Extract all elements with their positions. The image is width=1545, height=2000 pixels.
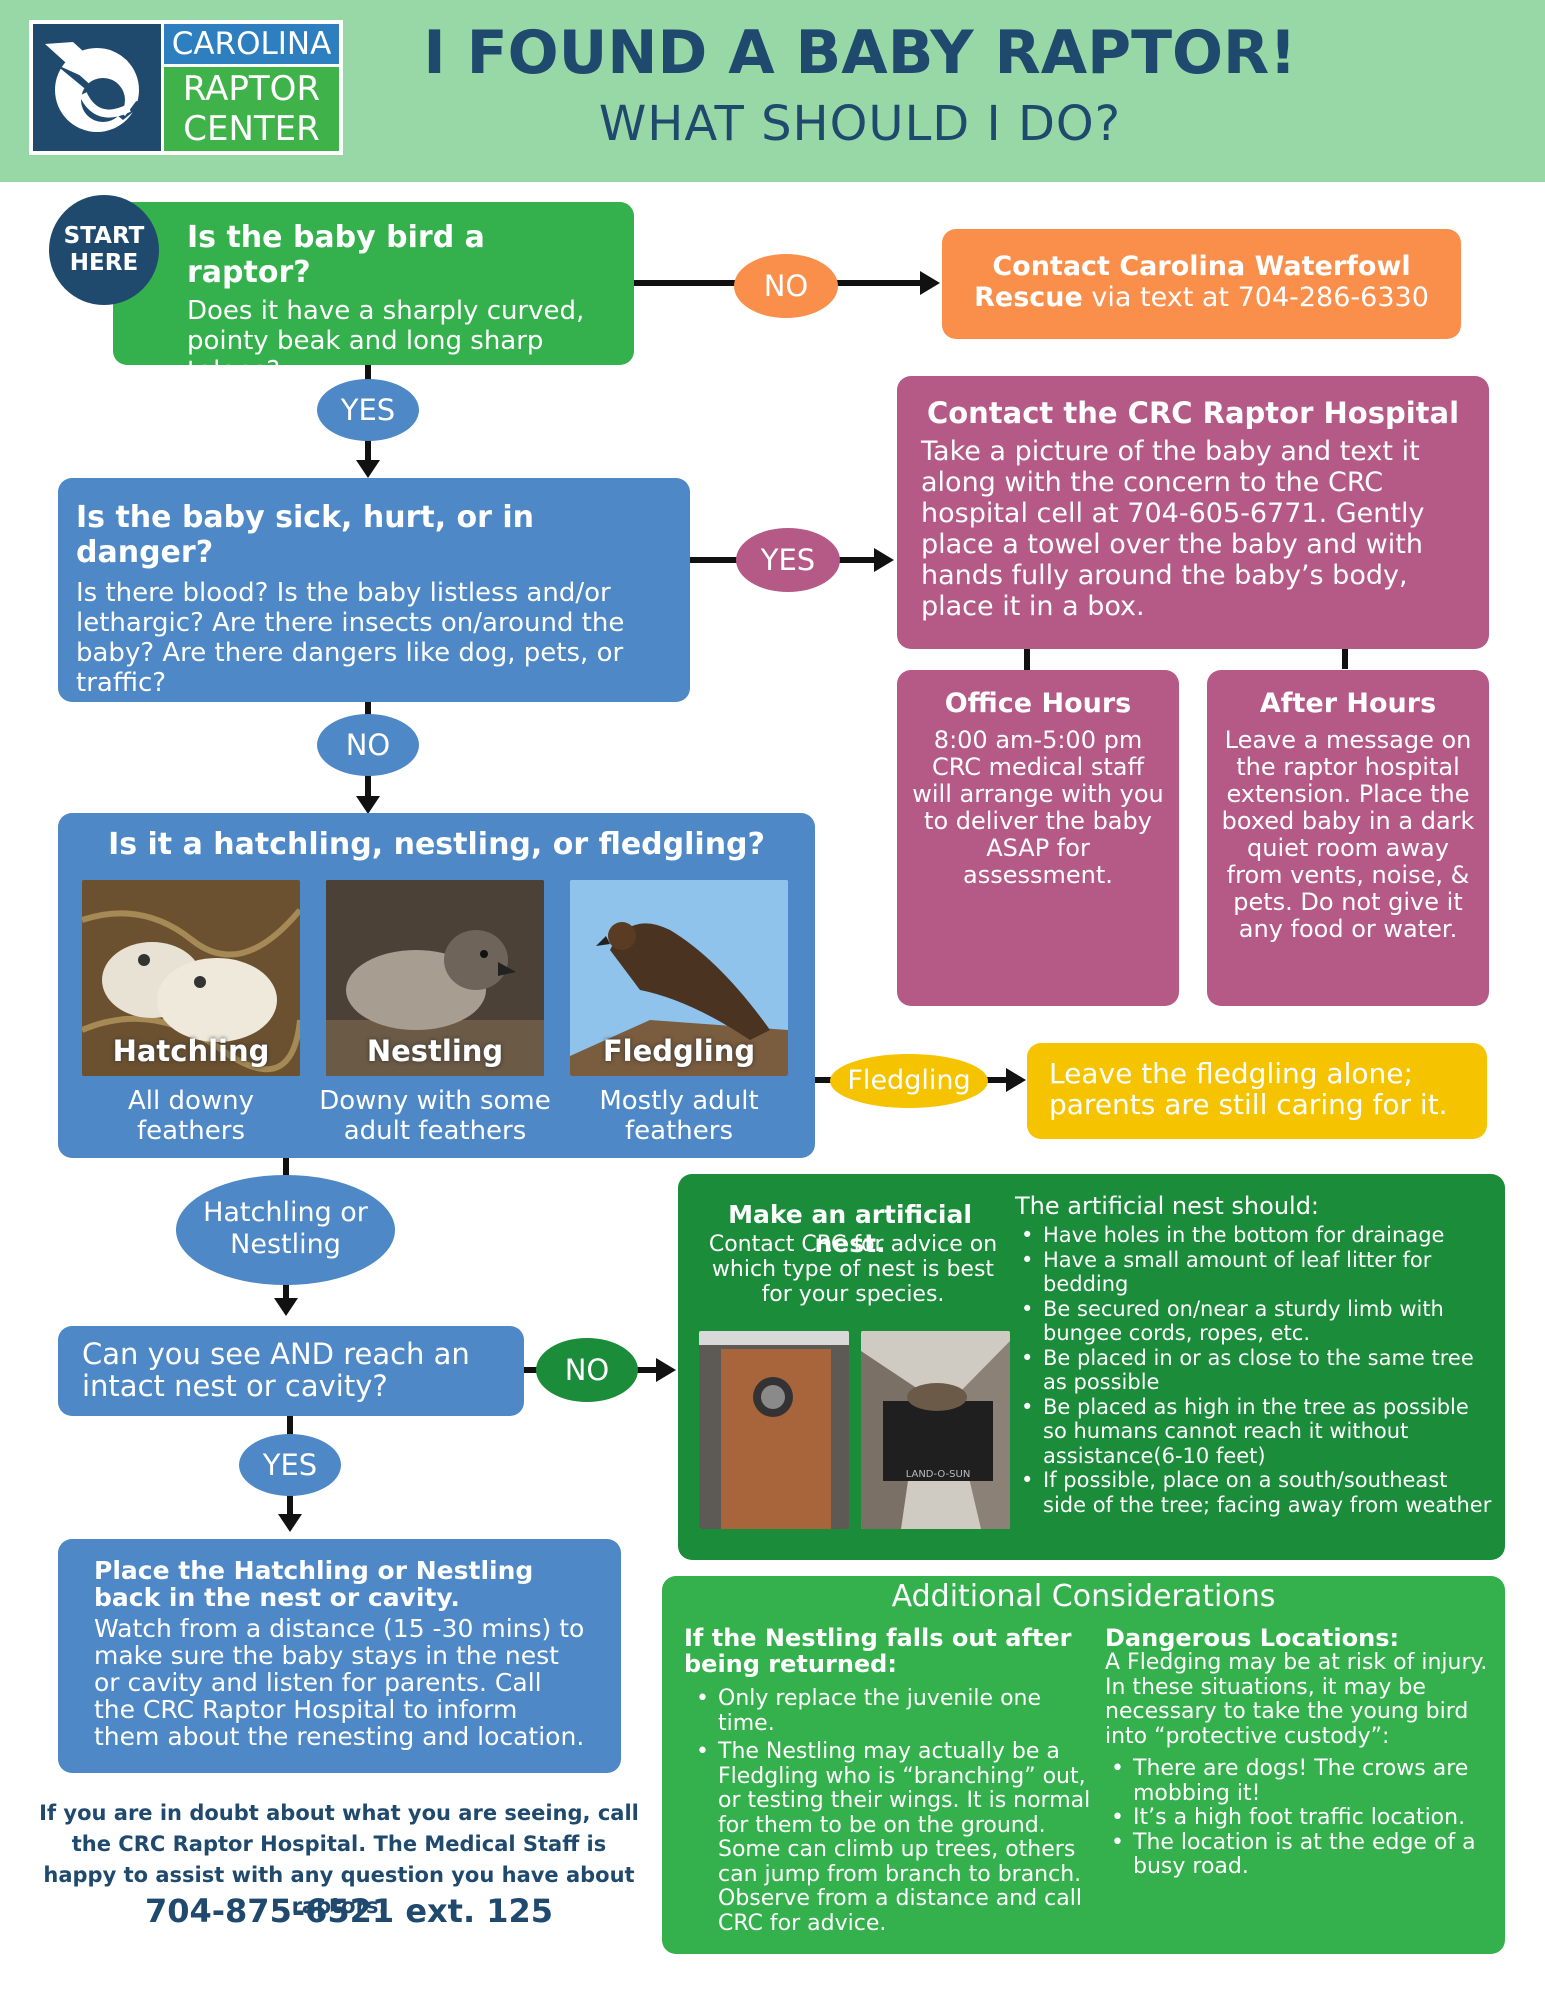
stage-photo-label: Hatchling: [112, 1034, 270, 1068]
after-hours-title: After Hours: [1259, 688, 1437, 719]
yes-label: YES: [317, 379, 419, 441]
arrow-down-icon: [356, 460, 380, 478]
waterfowl-rescue-contact: via text at 704-286-6330: [1082, 282, 1429, 313]
question-is-raptor: Is the baby bird a raptor? Does it have …: [113, 202, 634, 386]
list-item: If possible, place on a south/southeast …: [1015, 1468, 1495, 1517]
nestling-photo: Nestling: [326, 880, 544, 1076]
logo-text-raptor: RAPTOR: [182, 69, 321, 109]
question-title: Can you see AND reach an intact nest or …: [82, 1337, 470, 1403]
waterfowl-rescue-name: Contact Carolina Waterfowl Rescue: [974, 251, 1411, 313]
logo-text-raptor-center: RAPTOR CENTER: [164, 67, 339, 151]
yes-label: YES: [736, 528, 840, 592]
question-title: Is it a hatchling, nestling, or fledglin…: [108, 827, 765, 862]
arrow-right-icon: [656, 1358, 676, 1382]
list-item: The Nestling may actually be a Fledgling…: [690, 1739, 1104, 1936]
list-item: Be placed as high in the tree as possibl…: [1015, 1395, 1495, 1469]
leave-fledgling-box: Leave the fledgling alone; parents are s…: [1027, 1043, 1487, 1139]
crate-label: LAND-O-SUN: [905, 1469, 971, 1480]
list-item: Be placed in or as close to the same tre…: [1015, 1346, 1495, 1395]
place-back-title: Place the Hatchling or Nestling back in …: [94, 1556, 534, 1612]
place-back-box: Place the Hatchling or Nestling back in …: [58, 1539, 621, 1773]
list-item: Have holes in the bottom for drainage: [1015, 1223, 1495, 1248]
leave-fledgling-text: Leave the fledgling alone; parents are s…: [1049, 1057, 1448, 1121]
waterfowl-rescue-box: Contact Carolina Waterfowl Rescue via te…: [942, 229, 1461, 339]
question-body: Does it have a sharply curved, pointy be…: [187, 296, 585, 386]
question-body: Is there blood? Is the baby listless and…: [76, 578, 625, 698]
arrow-right-icon: [874, 548, 894, 572]
after-hours-body: Leave a message on the raptor hospital e…: [1221, 726, 1475, 943]
no-label: NO: [317, 714, 419, 776]
page-title: I FOUND A BABY RAPTOR!: [423, 18, 1297, 88]
list-item: Be secured on/near a sturdy limb with bu…: [1015, 1297, 1495, 1346]
nestling-falls-section: If the Nestling falls out after being re…: [684, 1625, 1104, 1936]
question-sick-hurt: Is the baby sick, hurt, or in danger? Is…: [58, 478, 690, 702]
office-hours-title: Office Hours: [944, 688, 1132, 719]
artificial-nest-list: The artificial nest should: Have holes i…: [1015, 1191, 1495, 1517]
hatchling-desc: All downy feathers: [127, 1086, 255, 1146]
after-hours-box: After Hours Leave a message on the rapto…: [1207, 670, 1489, 1006]
stage-photo-label: Fledgling: [602, 1034, 756, 1068]
office-hours-box: Office Hours 8:00 am-5:00 pm CRC medical…: [897, 670, 1179, 1006]
additional-title: Additional Considerations: [891, 1579, 1276, 1614]
fledgling-desc: Mostly adult feathers: [599, 1086, 759, 1146]
nest-box-photo: [699, 1331, 849, 1529]
page-subtitle: WHAT SHOULD I DO?: [598, 96, 1122, 152]
artificial-nest-title: Make an artificial nest.: [728, 1200, 972, 1258]
list-item: Have a small amount of leaf litter for b…: [1015, 1248, 1495, 1297]
hatchling-or-nestling-label: Hatchling or Nestling: [176, 1175, 395, 1285]
stage-photo-label: Nestling: [366, 1034, 504, 1068]
dangerous-locations-section: Dangerous Locations: A Fledging may be a…: [1105, 1625, 1497, 1880]
footer-phone: 704-875-6521 ext. 125: [144, 1892, 554, 1930]
logo-text-center: CENTER: [183, 109, 320, 149]
raptor-logo-icon: [33, 24, 161, 151]
fledgling-photo: Fledgling: [570, 880, 788, 1076]
arrow-down-icon: [274, 1298, 298, 1316]
arrow-down-icon: [278, 1514, 302, 1532]
list-item: The location is at the edge of a busy ro…: [1105, 1830, 1497, 1880]
artificial-nest-list-title: The artificial nest should:: [1015, 1192, 1320, 1220]
arrow-right-icon: [920, 271, 940, 295]
fledgling-label: Fledgling: [830, 1054, 988, 1108]
footer-note: If you are in doubt about what you are s…: [39, 1801, 639, 1918]
question-title: Is the baby sick, hurt, or in danger?: [76, 500, 535, 570]
place-back-body: Watch from a distance (15 -30 mins) to m…: [94, 1614, 585, 1751]
section-title: If the Nestling falls out after being re…: [684, 1624, 1072, 1678]
office-hours-body: 8:00 am-5:00 pm CRC medical staff will a…: [912, 726, 1164, 889]
connector: [1342, 649, 1348, 669]
crate-nest-photo: LAND-O-SUN: [861, 1331, 1010, 1529]
nestling-desc: Downy with some adult feathers: [319, 1086, 551, 1146]
yes-label: YES: [239, 1434, 341, 1496]
hospital-box: Contact the CRC Raptor Hospital Take a p…: [897, 376, 1489, 649]
arrow-right-icon: [1006, 1068, 1026, 1092]
arrow-down-icon: [356, 796, 380, 814]
question-reach-nest: Can you see AND reach an intact nest or …: [58, 1326, 524, 1416]
no-label: NO: [536, 1338, 638, 1402]
section-body: A Fledging may be at risk of injury. In …: [1105, 1650, 1488, 1749]
hospital-title: Contact the CRC Raptor Hospital: [926, 396, 1460, 430]
list-item: It’s a high foot traffic location.: [1105, 1805, 1497, 1831]
logo-text-carolina: CAROLINA: [164, 24, 339, 64]
list-item: There are dogs! The crows are mobbing it…: [1105, 1756, 1497, 1806]
no-label: NO: [734, 254, 838, 318]
question-title: Is the baby bird a raptor?: [187, 220, 485, 290]
artificial-nest-body: Contact CRC for advice on which type of …: [708, 1232, 998, 1307]
list-item: Only replace the juvenile one time.: [690, 1686, 1104, 1736]
section-title: Dangerous Locations:: [1105, 1624, 1400, 1652]
start-here-badge: START HERE: [49, 195, 159, 305]
hatchling-photo: Hatchling: [82, 880, 300, 1076]
hospital-body: Take a picture of the baby and text it a…: [921, 436, 1425, 622]
